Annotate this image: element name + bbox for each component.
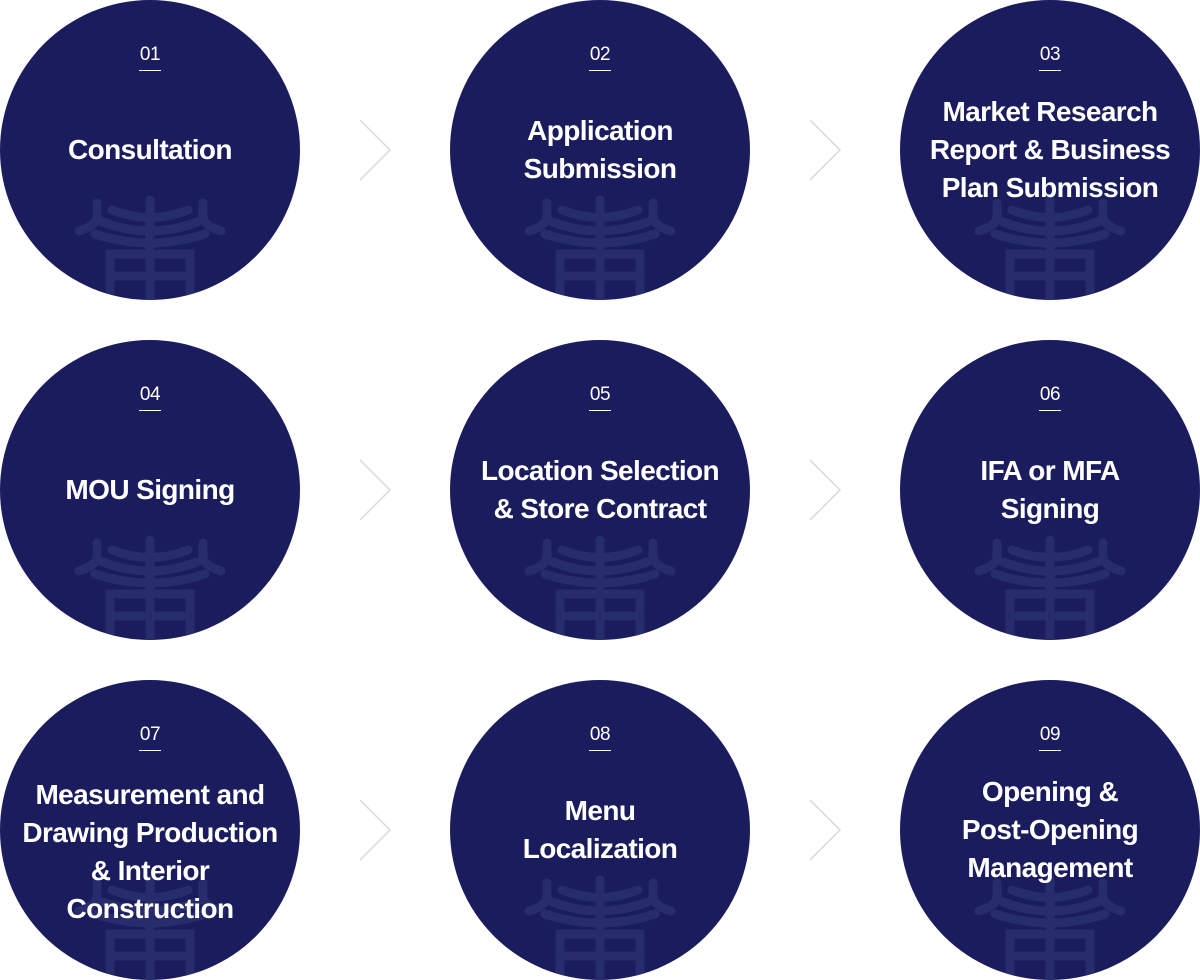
step-title: MOU Signing	[65, 474, 235, 505]
step-number: 05	[450, 384, 750, 411]
watermark-glyph-icon	[74, 535, 226, 640]
step-title: IFA or MFA Signing	[980, 455, 1120, 524]
watermark-glyph-icon	[974, 875, 1126, 980]
step-number: 06	[900, 384, 1200, 411]
watermark-glyph-icon	[74, 195, 226, 300]
step-title: Market Research Report & Business Plan S…	[929, 96, 1171, 203]
chevron-path	[809, 799, 842, 861]
step-number-text: 04	[138, 385, 162, 411]
step-title: Menu Localization	[522, 795, 678, 864]
watermark-glyph-icon	[974, 535, 1126, 640]
watermark-glyph-icon	[74, 875, 226, 980]
chevron-right-icon	[359, 799, 392, 861]
step-number: 09	[900, 724, 1200, 751]
process-step-09: 09 Opening & Post-Opening Management	[900, 680, 1200, 980]
step-number: 02	[450, 44, 750, 71]
chevron-right-icon	[809, 799, 842, 861]
process-step-08: 08 Menu Localization	[450, 680, 750, 980]
step-number-text: 09	[1038, 725, 1062, 751]
chevron-right-icon	[359, 459, 392, 521]
process-step-02: 02 Application Submission	[450, 0, 750, 300]
watermark-glyph-icon	[524, 195, 676, 300]
step-number-text: 07	[138, 725, 162, 751]
process-step-04: 04 MOU Signing	[0, 340, 300, 640]
step-number-text: 05	[588, 385, 612, 411]
step-number-text: 01	[138, 45, 162, 71]
watermark-glyph-icon	[524, 535, 676, 640]
chevron-path	[809, 119, 842, 181]
chevron-path	[809, 459, 842, 521]
step-number: 03	[900, 44, 1200, 71]
step-number: 04	[0, 384, 300, 411]
chevron-right-icon	[809, 459, 842, 521]
step-number-text: 06	[1038, 385, 1062, 411]
chevron-path	[359, 119, 392, 181]
step-number: 01	[0, 44, 300, 71]
process-step-01: 01 Consultation	[0, 0, 300, 300]
chevron-right-icon	[809, 119, 842, 181]
step-title: Location Selection & Store Contract	[480, 455, 720, 524]
step-title: Consultation	[68, 134, 232, 165]
step-number-text: 03	[1038, 45, 1062, 71]
step-number-text: 08	[588, 725, 612, 751]
watermark-glyph-icon	[524, 875, 676, 980]
step-number: 08	[450, 724, 750, 751]
step-number: 07	[0, 724, 300, 751]
step-title: Opening & Post-Opening Management	[961, 776, 1139, 883]
process-step-05: 05 Location Selection & Store Contract	[450, 340, 750, 640]
process-step-03: 03 Market Research Report & Business Pla…	[900, 0, 1200, 300]
step-title: Measurement and Drawing Production & Int…	[22, 779, 278, 924]
step-number-text: 02	[588, 45, 612, 71]
watermark-glyph-icon	[974, 195, 1126, 300]
chevron-path	[359, 799, 392, 861]
chevron-right-icon	[359, 119, 392, 181]
step-title: Application Submission	[523, 115, 677, 184]
process-step-06: 06 IFA or MFA Signing	[900, 340, 1200, 640]
process-step-07: 07 Measurement and Drawing Production & …	[0, 680, 300, 980]
chevron-path	[359, 459, 392, 521]
